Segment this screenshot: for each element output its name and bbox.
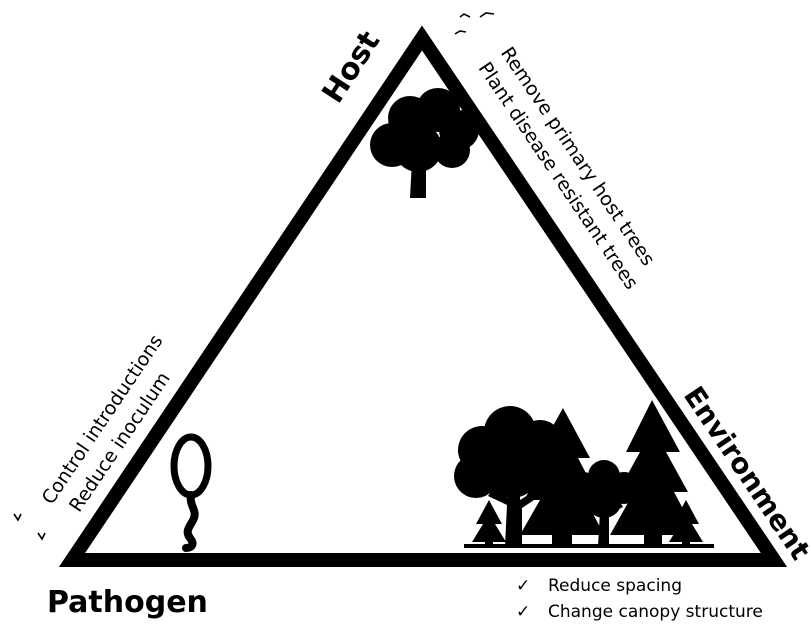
check-icon: ✓ (516, 602, 531, 622)
environment-action-text: Change canopy structure (548, 602, 763, 622)
disease-triangle (58, 25, 788, 567)
pathogen-label: Pathogen (47, 585, 208, 620)
forest-icon (454, 400, 714, 548)
pathogen-tick-marks (13, 513, 46, 541)
environment-actions: ✓ Reduce spacing ✓ Change canopy structu… (516, 573, 763, 625)
environment-action-item: ✓ Reduce spacing (516, 573, 763, 599)
host-tick-marks (454, 12, 495, 35)
spore-icon (170, 433, 212, 552)
environment-action-text: Reduce spacing (548, 576, 682, 596)
deciduous-tree-icon (370, 88, 479, 198)
check-icon: ✓ (516, 576, 531, 596)
environment-action-item: ✓ Change canopy structure (516, 599, 763, 625)
